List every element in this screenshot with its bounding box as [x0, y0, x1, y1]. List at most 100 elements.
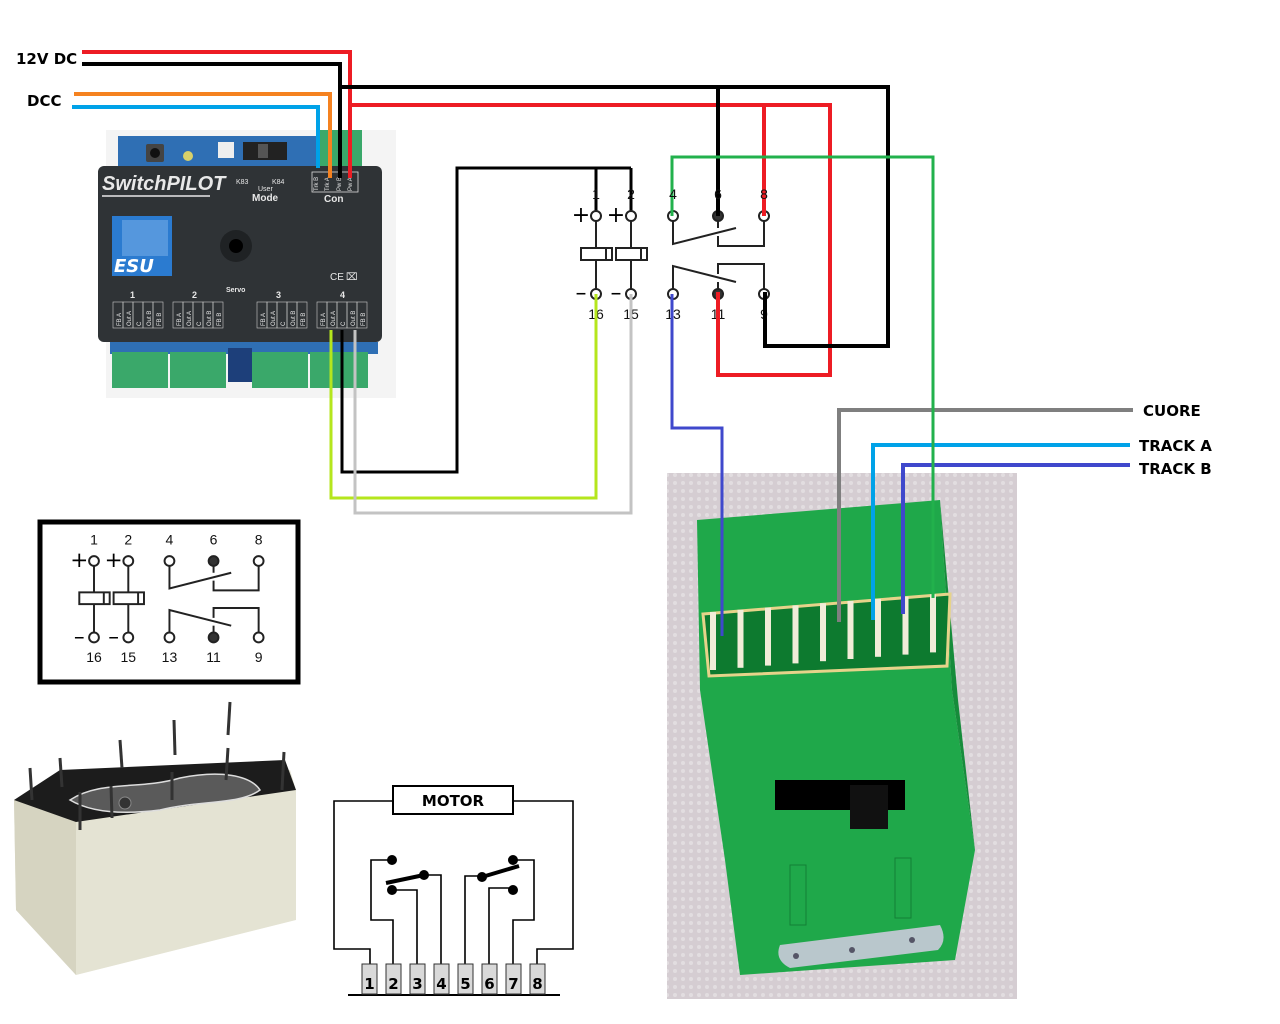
output-pin-label: FB A: [117, 313, 123, 326]
relay-box-top-pin-label: 8: [255, 531, 263, 547]
output-pin-label: FB B: [301, 313, 307, 326]
relay-box-pin-terminal-icon: [207, 631, 220, 644]
relay-box-minus-sign: –: [108, 624, 119, 649]
relay-pins: [28, 701, 286, 830]
wire-tracka-cyan: [871, 443, 1130, 620]
wire-black-to-relay: [340, 85, 890, 348]
svg-text:Pw A: Pw A: [348, 177, 354, 191]
motor-terminal: [433, 963, 450, 995]
wire-12v-red: [82, 50, 352, 178]
pcb-finger: [875, 598, 881, 657]
wires-to-motor: [720, 157, 1133, 636]
esu-logo-text: ESU: [114, 256, 154, 277]
relay-main-plus-sign: +: [607, 203, 625, 228]
relay-main-minus-sign: –: [611, 281, 622, 306]
relay-main-top-pin-label: 2: [627, 186, 635, 202]
pcb-finger: [930, 594, 936, 653]
motor-box: [392, 785, 514, 815]
turnout-motor-photo: [667, 473, 1017, 999]
motor-terminal-label: 7: [508, 975, 518, 993]
svg-text:4: 4: [340, 290, 345, 300]
pcb-finger: [792, 605, 799, 664]
output-pin-label: Out B: [147, 311, 153, 326]
relay-box-coil-icon: [78, 591, 111, 606]
mode-label: Mode: [252, 193, 279, 204]
motor-terminal-label: 4: [436, 975, 446, 993]
pcb-finger: [820, 603, 826, 662]
brand-label: SwitchPILOT: [102, 173, 227, 195]
motor-terminal: [481, 963, 498, 995]
output-pin-label: FB A: [261, 313, 267, 326]
pcb-finger: [737, 609, 744, 668]
relay-main-top-pin-label: 4: [669, 186, 677, 202]
relay-main-pin-terminal-icon: [625, 210, 637, 222]
output-pin-label: Out B: [351, 311, 357, 326]
motor-label: MOTOR: [422, 792, 485, 810]
svg-text:K84: K84: [272, 179, 285, 186]
wire-cuore-gray: [837, 408, 1133, 622]
svg-text:User: User: [258, 186, 273, 193]
output-pin-label: Out A: [127, 311, 133, 326]
label-track-a: TRACK A: [1139, 437, 1212, 455]
relay-box-bottom-pin-label: 11: [206, 649, 221, 665]
motor-terminal-label: 8: [532, 975, 542, 993]
con-pin-labels: Trk B Trk A Pw B Pw A Con: [311, 171, 359, 205]
output-pin-label: FB A: [321, 313, 327, 326]
output-pin-label: Out A: [271, 311, 277, 326]
svg-text:Pw B: Pw B: [337, 177, 343, 191]
label-track-b: TRACK B: [1139, 460, 1212, 478]
relay-box-bottom-pin-label: 15: [121, 649, 137, 665]
label-dcc: DCC: [27, 92, 61, 110]
terminal-block-3: [252, 352, 308, 388]
relay-box-top-pin-label: 2: [124, 531, 132, 547]
relay-box-pin-terminal-icon: [252, 631, 265, 644]
relay-box-pin-terminal-icon: [163, 631, 176, 644]
motor-terminal: [385, 963, 402, 995]
relay-box-bottom-pin-label: 16: [86, 649, 102, 665]
switchpilot-device: SwitchPILOT K83 K84 User Mode Trk B Trk …: [98, 130, 396, 398]
terminal-block-4: [310, 352, 368, 388]
relay-box-pin-terminal-icon: [122, 631, 135, 644]
terminal-block-2: [170, 352, 226, 388]
relay-box-bottom-pin-label: 9: [255, 649, 263, 665]
wire-common-black: [340, 166, 598, 474]
relay-box-pin-terminal-icon: [163, 555, 176, 567]
relay-main-top-pin-label: 6: [714, 186, 722, 202]
output-pin-label: C: [197, 321, 203, 326]
output-pin-label: C: [281, 321, 287, 326]
motor-terminal-label: 1: [364, 975, 374, 993]
edge-connector: [701, 592, 952, 678]
label-12v-dc: 12V DC: [16, 50, 77, 68]
motor-terminal-label: 3: [412, 975, 422, 993]
led-icon: [183, 151, 193, 161]
motor-terminal-label: 6: [484, 975, 494, 993]
relay-main-pin-terminal-icon: [590, 210, 602, 222]
motor-terminal: [457, 963, 474, 995]
output-pin-label: Out A: [331, 311, 337, 326]
svg-text:Trk B: Trk B: [314, 177, 320, 191]
relay-box-pin-terminal-icon: [207, 555, 220, 567]
relay-box-top-pin-label: 1: [90, 531, 98, 547]
relay-photo: [14, 701, 296, 975]
terminal-block-1: [112, 352, 168, 388]
output-pin-label: FB B: [157, 313, 163, 326]
servo-header: [228, 348, 252, 382]
servo-label: Servo: [226, 287, 245, 294]
svg-text:K83: K83: [236, 179, 249, 186]
pcb-finger: [765, 607, 771, 666]
relay-box-plus-sign: +: [105, 548, 123, 573]
relay-box-top-pin-label: 6: [210, 531, 218, 547]
relay-main-plus-sign: +: [572, 203, 590, 228]
relay-main-coil-icon: [615, 247, 648, 261]
output-pin-label: FB B: [217, 313, 223, 326]
output-pin-label: FB A: [177, 313, 183, 326]
pcb-finger: [902, 596, 909, 655]
motor-terminal-label: 5: [460, 975, 470, 993]
relay-box-top-pin-label: 4: [166, 531, 174, 547]
wire-trackb-blue: [901, 463, 1130, 614]
svg-text:2: 2: [192, 290, 197, 300]
output-pin-label: C: [341, 321, 347, 326]
con-label: Con: [324, 194, 343, 205]
motor-terminal: [529, 963, 546, 995]
